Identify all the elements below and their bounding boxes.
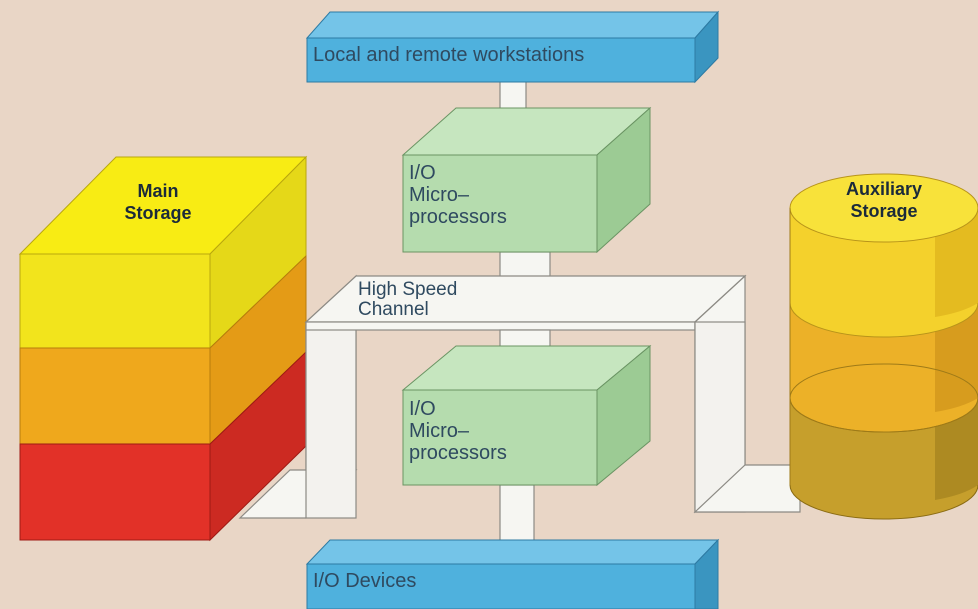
workstations-bar <box>305 10 720 84</box>
channel-label-line2: Channel <box>358 299 429 320</box>
auxiliary-storage-cylinder <box>789 173 978 520</box>
main-storage-line2: Storage <box>124 203 192 223</box>
workstations-label: Local and remote workstations <box>313 44 585 66</box>
lower-processor-line2: Micro– <box>409 420 470 442</box>
main-storage-block <box>18 155 308 542</box>
lower-processor-line1: I/O <box>409 398 436 420</box>
auxiliary-storage-label: Auxiliary Storage <box>826 178 942 222</box>
upper-processor-label: I/O Micro– processors <box>409 162 507 228</box>
upper-processor-line2: Micro– <box>409 184 470 206</box>
channel-label: High Speed Channel <box>358 280 457 320</box>
auxiliary-storage-line1: Auxiliary <box>845 179 923 199</box>
upper-processor-line1: I/O <box>409 162 436 184</box>
channel-label-line1: High Speed <box>358 279 458 300</box>
upper-io-processor-box <box>401 106 652 254</box>
lower-processor-label: I/O Micro– processors <box>409 398 507 464</box>
upper-processor-line3: processors <box>409 206 507 228</box>
io-devices-bar <box>305 538 720 609</box>
lower-processor-line3: processors <box>409 442 507 464</box>
auxiliary-storage-line2: Storage <box>850 201 918 221</box>
io-devices-label: I/O Devices <box>313 570 417 592</box>
lower-io-processor-box <box>401 344 652 487</box>
main-storage-line1: Main <box>137 181 179 201</box>
main-storage-label: Main Storage <box>108 180 208 224</box>
